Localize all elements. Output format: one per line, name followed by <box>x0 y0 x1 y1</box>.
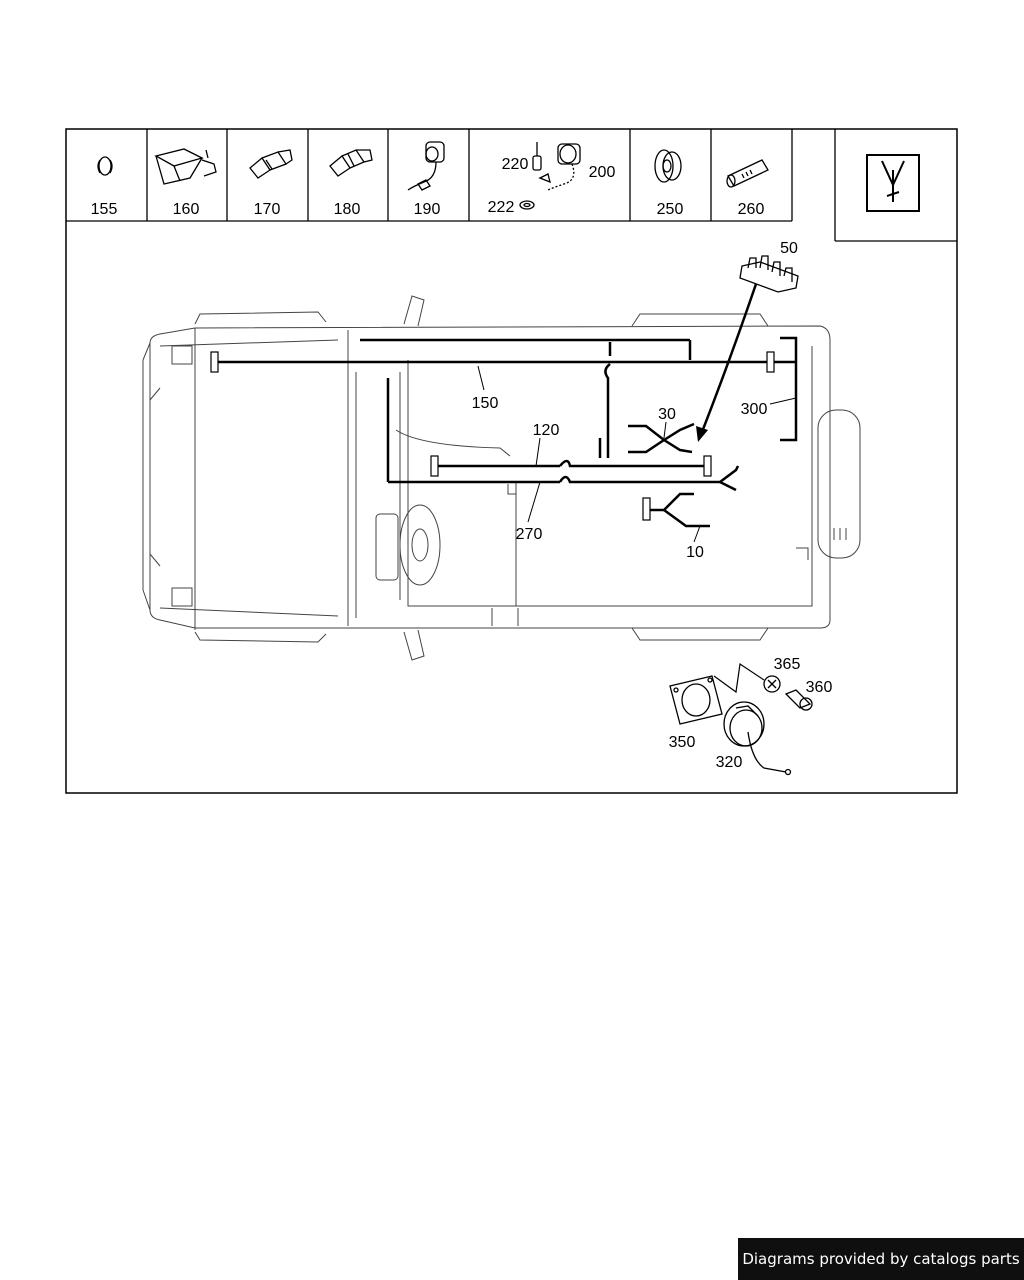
grommet-icon <box>654 149 682 183</box>
connector-housing-icon <box>154 148 217 185</box>
part-label: 190 <box>414 201 441 218</box>
callout-350: 350 <box>669 734 696 751</box>
connector <box>703 455 712 477</box>
part-label: 222 <box>488 199 515 216</box>
ring-clip-icon <box>97 156 113 176</box>
pin-icon <box>532 142 542 171</box>
screw-icon <box>784 689 813 711</box>
harness-10 <box>648 492 710 528</box>
callout-365: 365 <box>774 656 801 673</box>
part-label: 170 <box>254 201 281 218</box>
part-label: 180 <box>334 201 361 218</box>
harness-300 <box>774 336 798 442</box>
harness-120 <box>436 459 706 468</box>
connector <box>642 497 651 521</box>
connector <box>430 455 439 477</box>
callout-leaders <box>477 365 797 543</box>
gasket-plate-icon <box>669 675 723 725</box>
plug-icon <box>249 149 293 179</box>
break-line <box>713 662 765 694</box>
vehicle-outline <box>142 295 861 661</box>
connector <box>766 351 775 373</box>
diagram-frame <box>65 128 958 794</box>
harness-270 <box>386 378 740 492</box>
cap-with-chain-icon <box>538 143 581 191</box>
callout-150: 150 <box>472 395 499 412</box>
harness-150 <box>214 338 770 458</box>
parts-strip <box>66 129 793 222</box>
footer-text: Diagrams provided by catalogs parts <box>742 1250 1020 1268</box>
washer-icon <box>519 200 535 210</box>
washer-icon <box>763 675 781 693</box>
part-label: 160 <box>173 201 200 218</box>
harness-30 <box>628 422 695 454</box>
footer-banner: Diagrams provided by catalogs parts <box>738 1238 1024 1280</box>
callout-30: 30 <box>658 406 676 423</box>
connector <box>210 351 219 373</box>
connector-block-icon <box>739 255 799 293</box>
symbol-box <box>834 129 957 242</box>
part-label: 200 <box>589 164 616 181</box>
arrowhead <box>696 426 708 442</box>
callout-300: 300 <box>741 401 768 418</box>
callout-320: 320 <box>716 754 743 771</box>
part-label: 260 <box>738 201 765 218</box>
callout-270: 270 <box>516 526 543 543</box>
cap-with-strap-icon <box>407 141 445 191</box>
arrow-50 <box>700 283 758 433</box>
sleeve-icon <box>726 159 769 188</box>
callout-50: 50 <box>780 240 798 257</box>
callout-360: 360 <box>806 679 833 696</box>
part-label: 250 <box>657 201 684 218</box>
part-label: 220 <box>502 156 529 173</box>
socket-cap-icon <box>723 701 792 776</box>
callout-10: 10 <box>686 544 704 561</box>
antenna-symbol-icon <box>881 160 905 202</box>
callout-120: 120 <box>533 422 560 439</box>
socket-icon <box>329 149 373 177</box>
part-label: 155 <box>91 201 118 218</box>
